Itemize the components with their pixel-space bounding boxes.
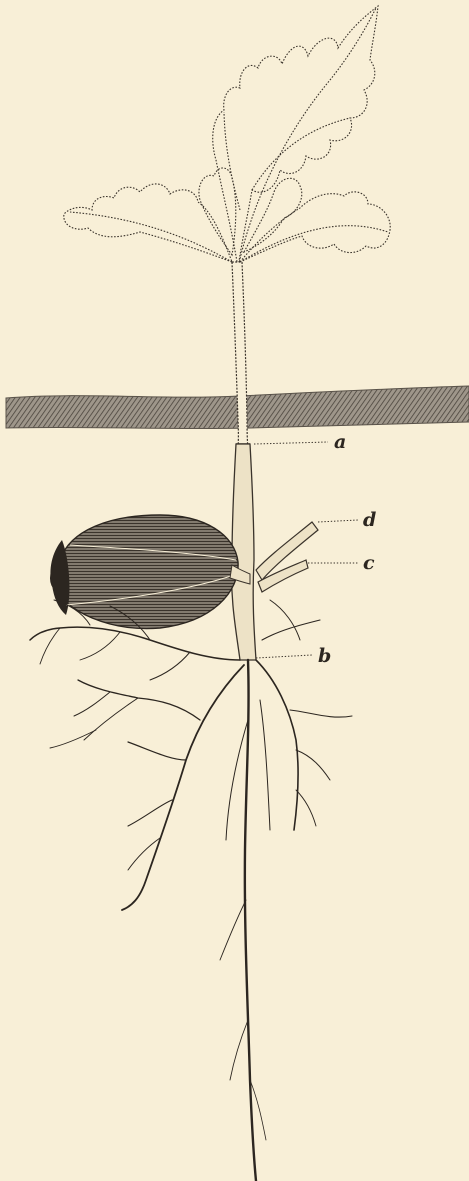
label-a: a <box>334 431 346 453</box>
label-d: d <box>363 509 376 531</box>
acorn <box>50 515 250 629</box>
leaves <box>64 6 390 268</box>
leader-lines <box>254 442 358 658</box>
label-c: c <box>363 552 375 574</box>
stem <box>232 262 250 470</box>
label-b: b <box>318 645 331 667</box>
root-system <box>30 600 352 1181</box>
